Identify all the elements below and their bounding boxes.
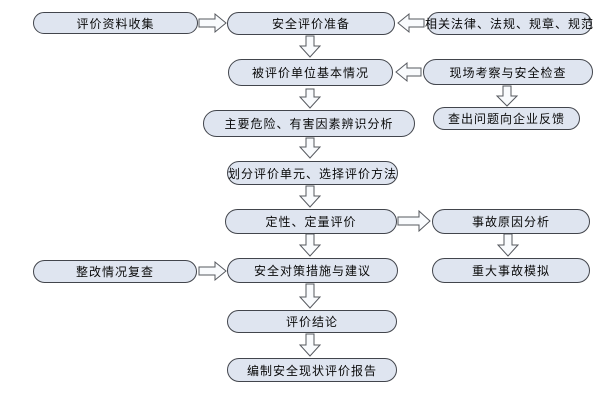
arrow-laws-regulations-to-preparation (397, 12, 425, 34)
node-rectification-review: 整改情况复查 (33, 260, 197, 283)
arrow-rectification-review-to-countermeasures (198, 260, 227, 282)
node-problem-feedback: 查出问题向企业反馈 (433, 107, 580, 130)
arrow-site-inspection-to-unit-basic-info (395, 61, 422, 83)
arrow-countermeasures-to-conclusion (298, 283, 322, 309)
arrow-accident-cause-analysis-to-major-accident-simulation (496, 233, 520, 257)
node-major-accident-simulation: 重大事故模拟 (432, 258, 590, 283)
arrow-qualitative-quantitative-to-accident-cause-analysis (397, 209, 431, 233)
node-conclusion: 评价结论 (227, 310, 397, 333)
node-laws-regulations: 相关法律、法规、规章、规范 (425, 12, 593, 35)
arrow-site-inspection-to-problem-feedback (495, 85, 519, 107)
arrow-hazard-identification-to-unit-division-method (298, 137, 322, 159)
node-report: 编制安全现状评价报告 (227, 358, 397, 382)
node-unit-basic-info: 被评价单位基本情况 (228, 59, 393, 86)
arrow-unit-basic-info-to-hazard-identification (298, 88, 322, 109)
node-preparation: 安全评价准备 (227, 12, 395, 35)
arrow-conclusion-to-report (298, 333, 322, 357)
node-site-inspection: 现场考察与安全检查 (423, 59, 593, 85)
arrow-data-collection-to-preparation (198, 12, 227, 34)
arrow-preparation-to-unit-basic-info (298, 35, 322, 58)
node-accident-cause-analysis: 事故原因分析 (432, 209, 590, 234)
arrow-qualitative-quantitative-to-countermeasures (298, 233, 322, 257)
node-unit-division-method: 划分评价单元、选择评价方法 (227, 161, 398, 185)
arrow-unit-division-method-to-qualitative-quantitative (298, 185, 322, 208)
node-countermeasures: 安全对策措施与建议 (227, 258, 398, 283)
node-data-collection: 评价资料收集 (33, 12, 198, 34)
node-hazard-identification: 主要危险、有害因素辨识分析 (203, 110, 415, 137)
node-qualitative-quantitative: 定性、定量评价 (225, 209, 397, 234)
